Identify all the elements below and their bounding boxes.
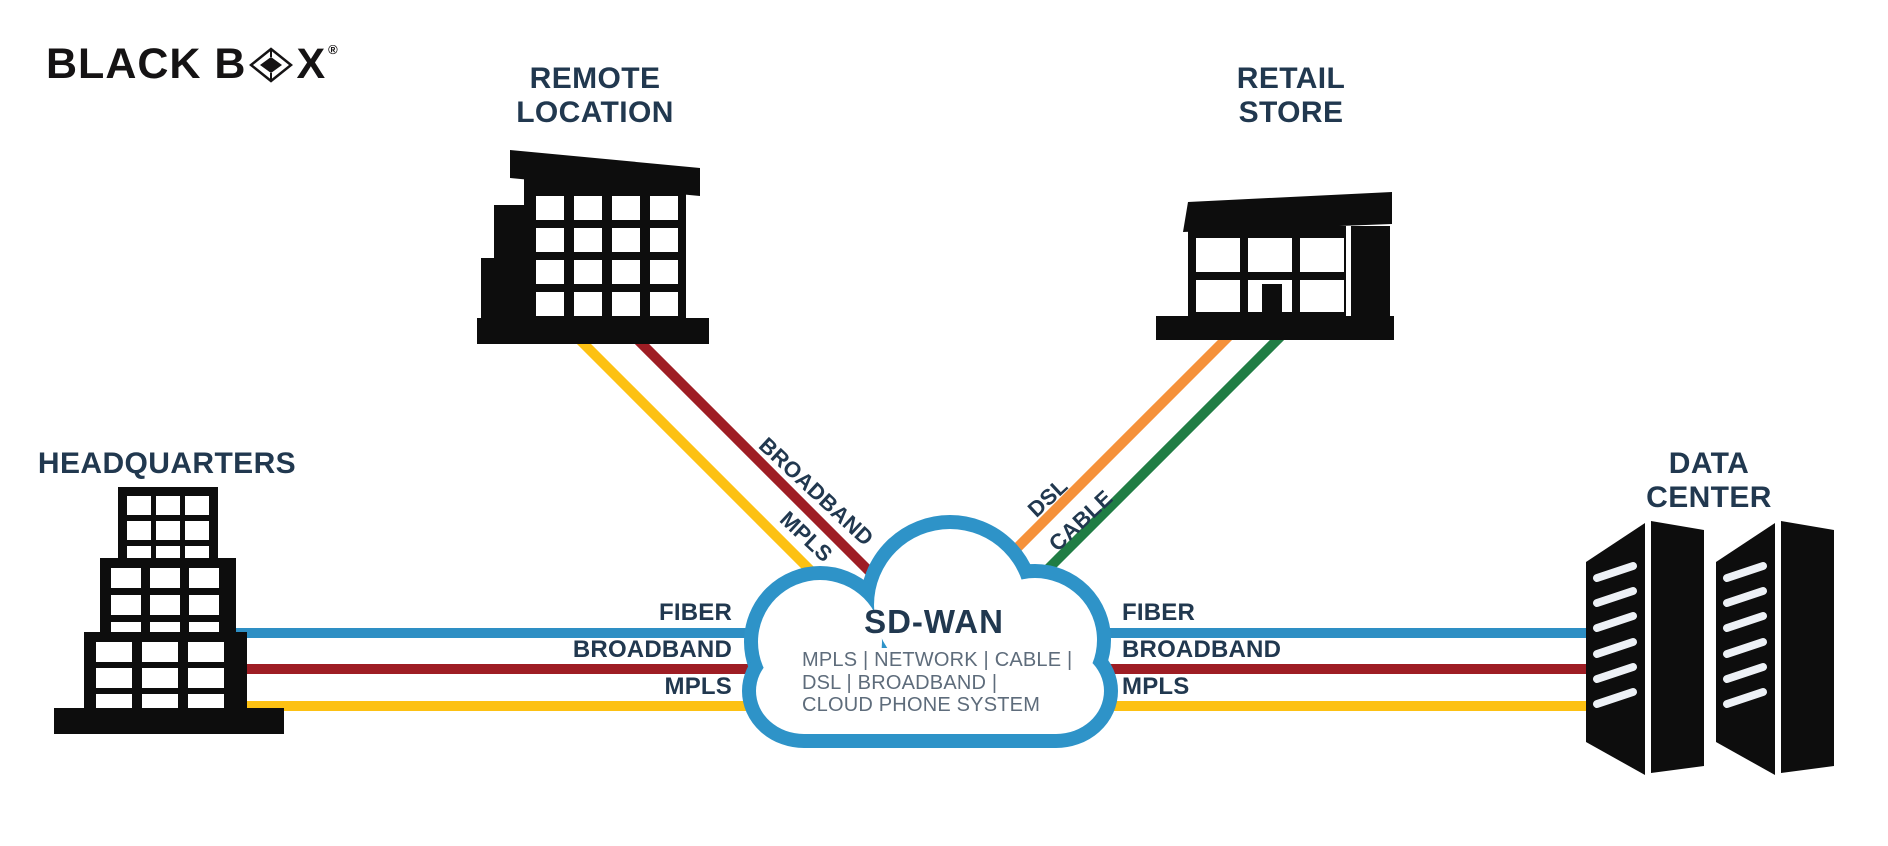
data-center-servers-icon xyxy=(1586,521,1834,775)
retail-connection-lines xyxy=(1004,320,1297,575)
black-box-logo: BLACK B X ® xyxy=(46,40,339,89)
remote-location-label-line2: LOCATION xyxy=(516,96,674,129)
retail-store-label: RETAIL STORE xyxy=(1237,62,1346,130)
mpls-line-right-label: MPLS xyxy=(1122,673,1190,700)
black-box-diamond-icon xyxy=(249,46,294,83)
data-center-label: DATA CENTER xyxy=(1646,447,1772,515)
cloud-title: SD-WAN xyxy=(864,603,1004,640)
fiber-line-left-label: FIBER xyxy=(659,599,732,626)
retail-cable-line xyxy=(1042,320,1297,575)
retail-store-label-line2: STORE xyxy=(1238,96,1344,129)
headquarters-label: HEADQUARTERS xyxy=(37,447,297,480)
remote-location-building-icon xyxy=(477,150,709,344)
cloud-services-line2: DSL | BROADBAND | xyxy=(802,671,998,694)
retail-store-label-line1: RETAIL xyxy=(1236,62,1346,95)
broadband-line-left-label: BROADBAND xyxy=(572,636,732,663)
remote-location-label-line1: REMOTE xyxy=(529,62,661,95)
data-center-label-line2: CENTER xyxy=(1646,481,1772,514)
cloud-services-text: MPLS | NETWORK | CABLE | DSL | BROADBAND… xyxy=(802,649,1072,717)
retail-dsl-line xyxy=(1004,320,1245,561)
remote-broadband-line xyxy=(618,320,886,588)
sd-wan-cloud-icon xyxy=(742,515,1118,748)
data-center-label-line1: DATA xyxy=(1668,447,1750,480)
mpls-line-left-label: MPLS xyxy=(664,673,732,700)
fiber-line-right-label: FIBER xyxy=(1122,599,1195,626)
registered-mark: ® xyxy=(328,42,339,57)
cloud-services-line1: MPLS | NETWORK | CABLE | xyxy=(802,649,1073,671)
cloud-services-line3: CLOUD PHONE SYSTEM xyxy=(802,694,1041,716)
logo-text-right: X xyxy=(296,40,327,88)
remote-connection-lines xyxy=(562,320,886,605)
headquarters-building-icon xyxy=(54,487,284,734)
remote-location-label: REMOTE LOCATION xyxy=(516,62,674,130)
retail-store-building-icon xyxy=(1156,192,1394,340)
logo-text-left: BLACK B xyxy=(46,40,247,88)
remote-mpls-line xyxy=(562,322,845,605)
broadband-line-right-label: BROADBAND xyxy=(1122,636,1282,663)
